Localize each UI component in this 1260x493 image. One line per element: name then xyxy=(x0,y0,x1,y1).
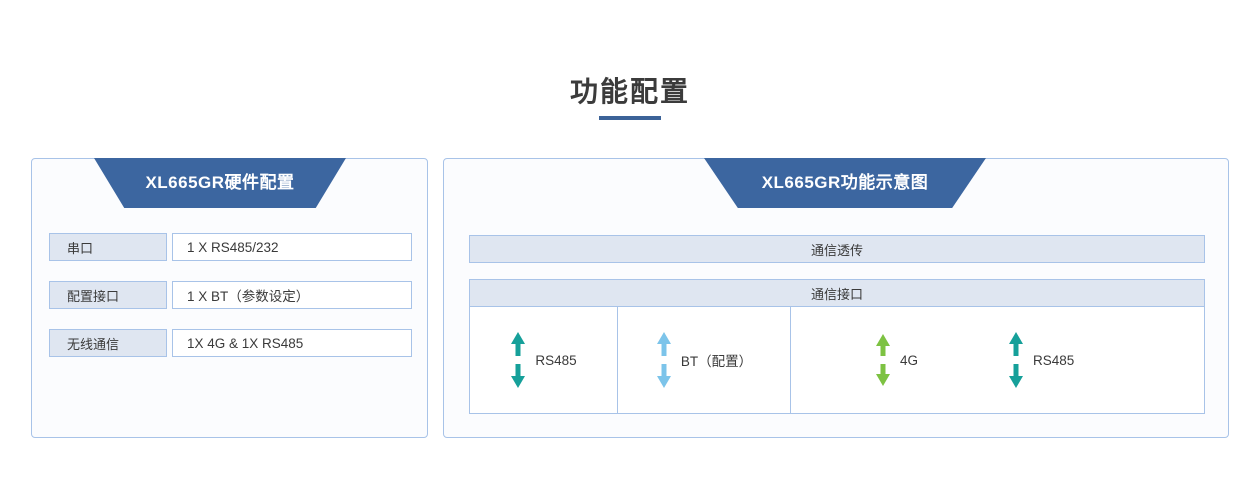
diagram-cell-wireless: 4G RS485 xyxy=(791,307,1204,413)
diagram-item-label: BT（配置） xyxy=(680,354,753,369)
diagram-item-label: 4G xyxy=(900,352,919,368)
table-row: 配置接口 1 X BT（参数设定） xyxy=(49,281,412,309)
double-arrow-vertical-icon xyxy=(1008,332,1024,388)
diagram-bar-transparent-transmission: 通信透传 xyxy=(469,235,1205,263)
spec-value-wireless: 1X 4G & 1X RS485 xyxy=(172,329,412,357)
diagram-cell-config: BT（配置） xyxy=(618,307,791,413)
table-row: 串口 1 X RS485/232 xyxy=(49,233,412,261)
spec-label-serial: 串口 xyxy=(49,233,167,261)
double-arrow-vertical-icon xyxy=(656,332,672,388)
diagram-interface-grid: RS485 BT（配置） xyxy=(469,306,1205,414)
double-arrow-vertical-icon xyxy=(875,334,891,386)
spec-value-config-port: 1 X BT（参数设定） xyxy=(172,281,412,309)
function-diagram-panel-header: XL665GR功能示意图 xyxy=(704,158,986,208)
double-arrow-vertical-icon xyxy=(510,332,526,388)
diagram-item-4g: 4G xyxy=(875,334,918,386)
table-row: 无线通信 1X 4G & 1X RS485 xyxy=(49,329,412,357)
diagram-bar-communication-interface: 通信接口 xyxy=(469,279,1205,307)
hardware-spec-list: 串口 1 X RS485/232 配置接口 1 X BT（参数设定） 无线通信 … xyxy=(49,233,412,377)
hardware-config-panel-header: XL665GR硬件配置 xyxy=(94,158,346,208)
diagram-item-rs485-serial: RS485 xyxy=(510,332,577,388)
diagram-item-rs485-wireless: RS485 xyxy=(1008,332,1074,388)
spec-value-serial: 1 X RS485/232 xyxy=(172,233,412,261)
diagram-cell-serial: RS485 xyxy=(470,307,618,413)
title-underline-rule xyxy=(599,116,661,120)
function-diagram-panel: XL665GR功能示意图 通信透传 通信接口 RS485 xyxy=(443,158,1229,438)
page-title: 功能配置 xyxy=(569,76,690,107)
diagram-item-bt: BT（配置） xyxy=(656,332,752,388)
spec-label-config-port: 配置接口 xyxy=(49,281,167,309)
diagram-item-label: RS485 xyxy=(1033,352,1075,368)
hardware-config-panel: XL665GR硬件配置 串口 1 X RS485/232 配置接口 1 X BT… xyxy=(31,158,428,438)
spec-label-wireless: 无线通信 xyxy=(49,329,167,357)
diagram-item-label: RS485 xyxy=(535,352,577,368)
